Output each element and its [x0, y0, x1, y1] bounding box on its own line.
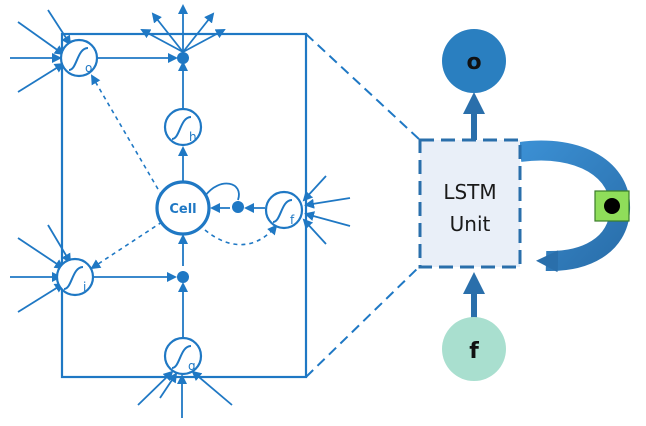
- dot-icon: [177, 271, 189, 283]
- gate-f-label: f: [290, 213, 295, 227]
- input-node-label: f: [469, 339, 479, 364]
- lstm-cell-detail: o h f i g Cell: [10, 4, 351, 418]
- sigmoid-curve-icon: [63, 266, 84, 290]
- g-gate-inputs: [137, 370, 233, 418]
- gate-h-label: h: [189, 130, 197, 144]
- lstm-unit-label-line1: LSTM: [443, 180, 496, 204]
- input-node: f: [442, 317, 506, 381]
- lstm-unit-compact: LSTM Unit o f: [418, 29, 630, 381]
- output-node-label: o: [466, 50, 481, 75]
- lstm-unit-label-line2: Unit: [450, 212, 491, 236]
- cell-node: Cell: [155, 180, 211, 236]
- dot-icon: [604, 198, 620, 214]
- sigmoid-curve-icon: [68, 47, 89, 71]
- sigmoid-curve-icon: [171, 345, 192, 369]
- dot-icon: [232, 201, 244, 213]
- i-gate-inputs: [10, 224, 72, 313]
- zoom-lines: [305, 33, 421, 378]
- internal-flows: [92, 53, 265, 340]
- gate-g: g: [163, 336, 203, 376]
- peephole-connections: [90, 74, 278, 270]
- sigmoid-curve-icon: [272, 199, 293, 223]
- o-gate-inputs: [10, 9, 72, 93]
- output-arrows: [140, 4, 226, 53]
- output-node: o: [442, 29, 506, 93]
- gate-o-label: o: [85, 61, 92, 75]
- f-gate-inputs: [302, 175, 351, 245]
- gate-i-label: i: [83, 280, 86, 294]
- cell-label: Cell: [169, 202, 196, 217]
- lstm-unit-box: [418, 138, 522, 269]
- gate-h: h: [163, 107, 203, 147]
- gate-i: i: [55, 257, 95, 297]
- gate-g-label: g: [188, 359, 196, 373]
- sigmoid-curve-icon: [171, 116, 192, 140]
- dot-icon: [177, 52, 189, 64]
- gate-o: o: [59, 38, 99, 78]
- gate-f: f: [264, 190, 304, 230]
